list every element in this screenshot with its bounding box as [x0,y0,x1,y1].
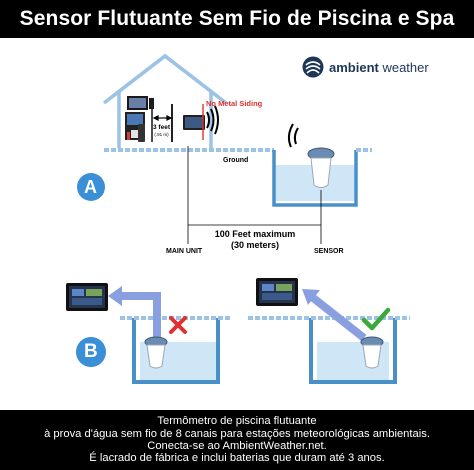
no-metal-siding-label: No Metal Siding [206,99,263,108]
console-b-left-icon [66,283,108,311]
footer-line-1: Termômetro de piscina flutuante [157,415,317,428]
distance-label: 3 feet (.91 m) [153,124,170,138]
brand-name: ambient weather [329,59,429,75]
badge-b-label: B [84,341,98,362]
pool-b-left-walls [132,318,220,384]
range-label: 100 Feet maximum (30 meters) [212,229,298,251]
house-outline [102,53,228,148]
cross-icon [169,316,187,334]
badge-b [76,337,106,367]
pool-a-walls [272,150,358,207]
main-unit-console-icon [183,115,205,130]
page-title: Sensor Flutuante Sem Fio de Piscina e Sp… [0,0,474,38]
signal-arrow-wrong [116,292,161,340]
phone-icon [138,124,145,142]
ambient-weather-logo-icon [302,56,324,78]
distance-meters: (.91 m) [154,132,169,137]
console-b-right-icon [256,278,298,306]
footer-line-4: É lacrado de fábrica e inclui baterias q… [89,452,385,465]
sensor-label: SENSOR [314,248,344,255]
check-icon [361,307,391,331]
distance-feet: 3 feet [153,124,170,131]
installation-diagram: No Metal Siding 3 feet (.91 m) Ground 10… [0,38,474,410]
sensor-b-left-icon [144,336,168,369]
main-unit-label: MAIN UNIT [166,248,203,255]
pool-b-right-walls [309,318,397,384]
tv-icon [127,96,154,110]
sensor-signal-icon [287,123,299,148]
range-line2: (30 meters) [230,240,280,250]
brand-logo: ambient weather [302,56,429,78]
house-signal-icon [206,105,219,135]
range-line1: 100 Feet maximum [214,229,296,239]
distance-arrow [152,115,173,121]
ground-label: Ground [223,157,249,164]
footer-line-3: Conecta-se ao AmbientWeather.net. [147,440,327,452]
footer-line-2: à prova d'água sem fio de 8 canais para … [44,427,430,440]
badge-a-label: A [84,177,97,197]
footer-description: Termômetro de piscina flutuante à prova … [0,410,474,470]
sensor-b-right-icon [360,336,384,369]
sensor-a-icon [307,147,335,188]
badge-a [77,173,105,201]
signal-arrow-correct [309,293,367,342]
